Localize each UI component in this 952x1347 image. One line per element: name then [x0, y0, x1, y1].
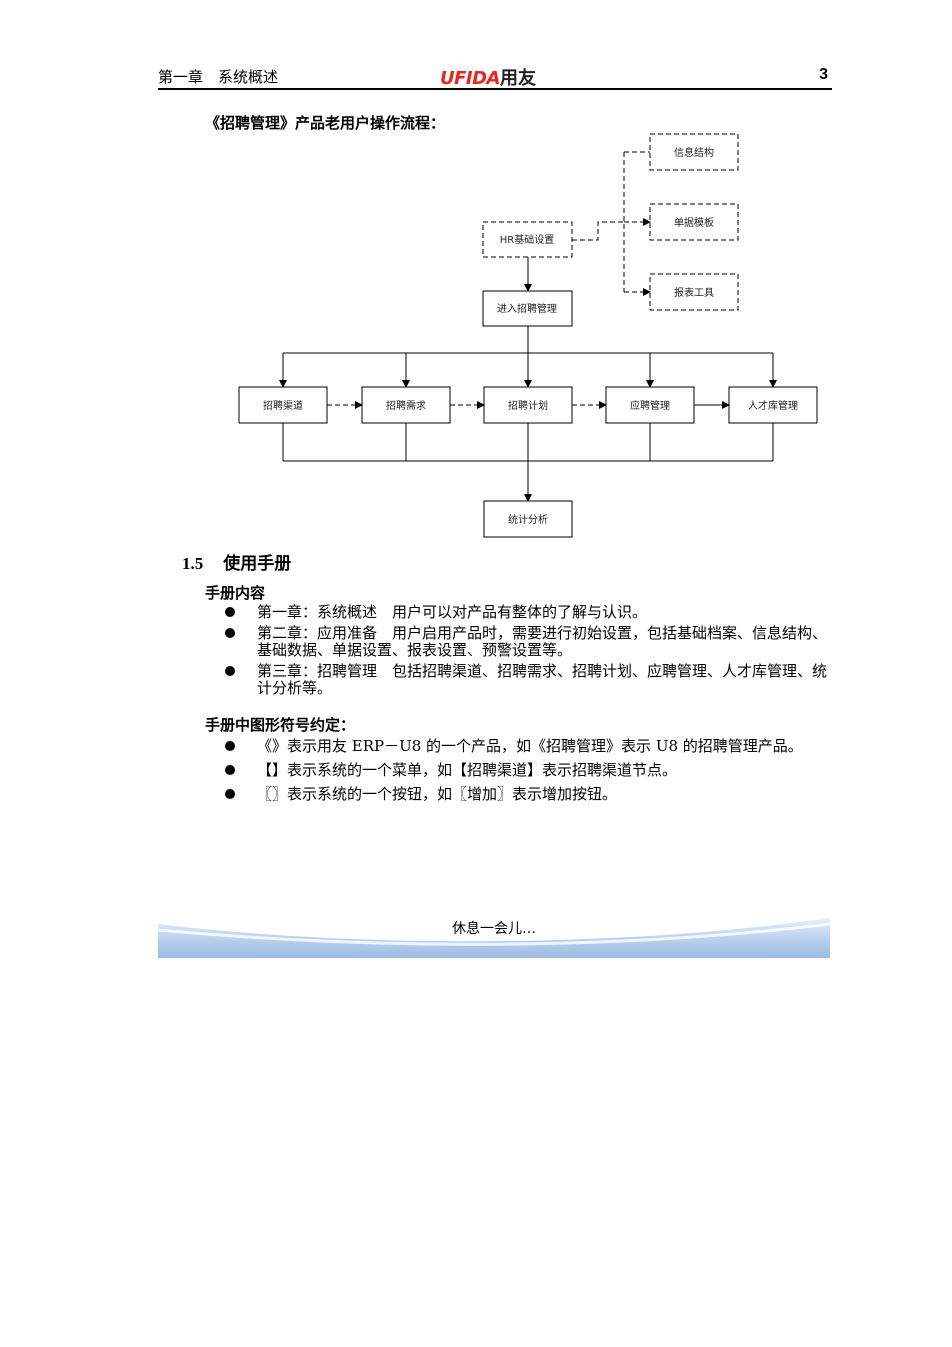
- section-heading: 1.5 使用手册: [182, 549, 291, 574]
- node-plan: [483, 386, 573, 424]
- bullet-icon: [225, 666, 235, 676]
- list-item: 第一章：系统概述 用户可以对产品有整体的了解与认识。: [225, 604, 835, 621]
- bullet-icon: [225, 628, 235, 638]
- ufida-logo: UFIDA用友: [440, 64, 536, 90]
- label-channel: 招聘渠道: [263, 399, 303, 412]
- flow-title: 《招聘管理》产品老用户操作流程：: [205, 114, 446, 132]
- bullet-icon: [225, 765, 235, 775]
- symbols-list: 《》表示用友 ERP－U8 的一个产品，如《招聘管理》表示 U8 的招聘管理产品…: [225, 738, 835, 807]
- list-item-text: 第二章：应用准备 用户启用产品时，需要进行初始设置，包括基础档案、信息结构、基础…: [257, 624, 828, 659]
- label-report-tool: 报表工具: [674, 286, 714, 299]
- label-hr-base: HR基础设置: [500, 233, 554, 246]
- list-item: 〖〗表示系统的一个按钮，如〖增加〗表示增加按钮。: [225, 786, 835, 803]
- list-item-text: 第三章：招聘管理 包括招聘渠道、招聘需求、招聘计划、应聘管理、人才库管理、统计分…: [257, 662, 828, 697]
- symbols-heading: 手册中图形符号约定：: [205, 716, 356, 734]
- list-item: 【】表示系统的一个菜单，如【招聘渠道】表示招聘渠道节点。: [225, 762, 835, 779]
- list-item-text: 第一章：系统概述 用户可以对产品有整体的了解与认识。: [257, 603, 648, 621]
- footer-text: 休息一会儿…: [452, 921, 536, 937]
- section-number: 1.5: [182, 554, 204, 573]
- label-enter-recruit: 进入招聘管理: [497, 302, 557, 315]
- label-doc-template: 单据模板: [674, 216, 714, 229]
- flow-diagram: HR基础设置 信息结构 单据模板 报表工具 进入招聘管理 招聘渠道 招聘需求 招…: [238, 133, 818, 538]
- label-info-struct: 信息结构: [674, 146, 714, 159]
- label-talent-pool: 人才库管理: [748, 399, 798, 412]
- page-header: 第一章 系统概述 UFIDA用友 3: [158, 62, 832, 90]
- node-channel: [238, 386, 328, 424]
- list-item-text: 〖〗表示系统的一个按钮，如〖增加〗表示增加按钮。: [257, 785, 618, 803]
- edge-hr-to-branch: [572, 221, 624, 241]
- label-demand: 招聘需求: [386, 399, 426, 412]
- node-info-struct: [649, 133, 739, 171]
- label-applicant: 应聘管理: [630, 399, 670, 412]
- node-stats: [483, 500, 573, 538]
- node-talent-pool: [728, 386, 818, 424]
- list-item: 第三章：招聘管理 包括招聘渠道、招聘需求、招聘计划、应聘管理、人才库管理、统计分…: [225, 663, 835, 697]
- list-item: 第二章：应用准备 用户启用产品时，需要进行初始设置，包括基础档案、信息结构、基础…: [225, 625, 835, 659]
- list-item-text: 【】表示系统的一个菜单，如【招聘渠道】表示招聘渠道节点。: [257, 761, 678, 779]
- logo-cn: 用友: [499, 68, 536, 89]
- page-number: 3: [819, 66, 828, 83]
- footer-wave: [158, 918, 830, 958]
- footer-band: 休息一会儿…: [158, 910, 830, 958]
- chapter-title: 第一章 系统概述: [158, 68, 279, 86]
- bullet-icon: [225, 607, 235, 617]
- node-report-tool: [649, 273, 739, 311]
- logo-brand: UFIDA: [440, 68, 500, 89]
- label-plan: 招聘计划: [508, 399, 548, 412]
- bullet-icon: [225, 741, 235, 751]
- list-item-text: 《》表示用友 ERP－U8 的一个产品，如《招聘管理》表示 U8 的招聘管理产品…: [257, 737, 803, 755]
- content-list: 第一章：系统概述 用户可以对产品有整体的了解与认识。 第二章：应用准备 用户启用…: [225, 604, 835, 701]
- content-heading: 手册内容: [205, 584, 266, 602]
- label-stats: 统计分析: [508, 513, 548, 526]
- node-doc-template: [649, 203, 739, 241]
- node-enter-recruit: [482, 290, 573, 327]
- node-applicant: [605, 386, 695, 424]
- list-item: 《》表示用友 ERP－U8 的一个产品，如《招聘管理》表示 U8 的招聘管理产品…: [225, 738, 835, 755]
- section-title: 使用手册: [223, 554, 292, 574]
- bullet-icon: [225, 789, 235, 799]
